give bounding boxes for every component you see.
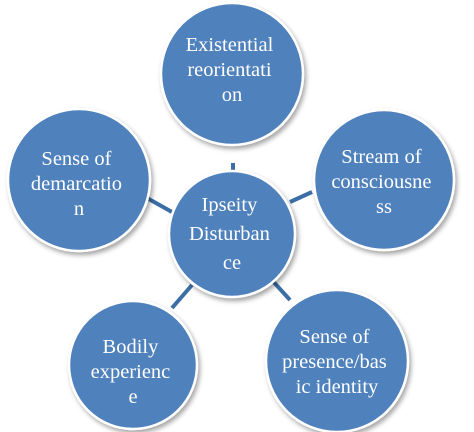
svg-text:Existential reorientati: Existential reorientati on [186,34,279,106]
node-demarcation-line: n [74,198,84,220]
node-demarcation-circle [6,107,152,253]
svg-text:Bodily experienc e: Bodily experienc e [91,336,176,408]
node-stream: Stream of consciousne ss [312,108,456,252]
node-bodily: Bodily experienc e [67,299,199,431]
node-demarcation: Sense of demarcatio n [6,107,152,253]
connector-bodily [170,283,194,310]
node-existential-line: reorientati [187,59,272,81]
node-center-circle [167,169,297,299]
node-existential-line: Existential [186,34,274,56]
node-stream-line: ss [376,196,392,218]
node-bodily-line: Bodily [103,336,160,358]
svg-text:Stream of consciousne: Stream of consciousne ss [331,146,436,218]
node-existential-circle [159,1,305,147]
node-center-line: Ipseity [202,194,259,216]
node-stream-line: Stream of [341,146,421,168]
svg-text:Sense of presence/bas: Sense of presence/bas ic identity [282,326,392,398]
node-center: Ipseity Disturban ce [167,169,297,299]
connector-stream [289,190,313,204]
node-stream-circle [312,108,456,252]
node-presence-line: presence/bas [282,351,387,373]
node-bodily-line: e [128,386,137,408]
node-stream-line: consciousne [331,171,431,193]
node-existential-line: on [222,84,243,106]
node-center-line: ce [223,252,241,274]
node-presence-circle [264,288,410,432]
node-bodily-circle [67,299,199,431]
connector-demarcation [146,196,173,214]
node-demarcation-line: demarcatio [31,173,122,195]
node-demarcation-line: Sense of [41,148,111,170]
node-presence: Sense of presence/bas ic identity [264,288,410,432]
svg-text:Ipseity Disturban: Ipseity Disturban ce [189,194,275,274]
node-bodily-line: experienc [91,361,171,383]
node-presence-line: Sense of [299,326,369,348]
node-presence-line: ic identity [296,376,379,398]
node-center-line: Disturban [189,223,270,245]
svg-text:Sense of demarcatio: Sense of demarcatio n [31,148,127,220]
node-existential: Existential reorientati on [159,1,305,147]
